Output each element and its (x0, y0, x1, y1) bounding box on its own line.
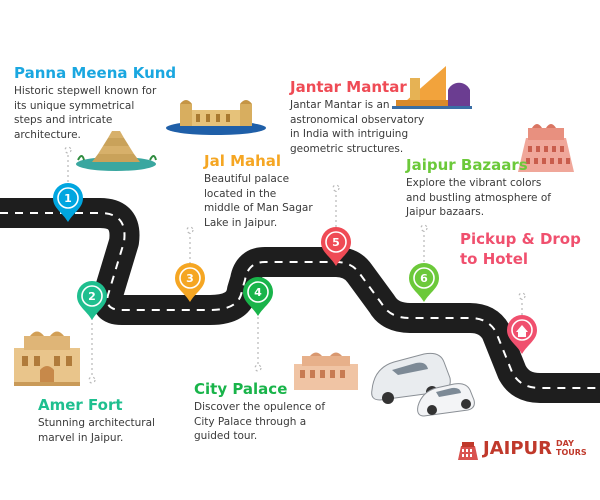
stop-4-pin: 4 (243, 277, 273, 316)
brand-sub-tours: TOURS (556, 448, 587, 457)
stop-5-pin: 5 (321, 227, 351, 266)
bazaar-icon (518, 124, 574, 172)
stop-2-pin: 2 (77, 281, 107, 320)
stop-6-pin: 6 (409, 263, 439, 302)
stop-6-number: 6 (420, 272, 428, 285)
hawa-mahal-logo-icon (458, 442, 478, 460)
stop-2-title: Amer Fort (38, 396, 123, 414)
stop-4-title: City Palace (194, 380, 288, 398)
stop-1-title: Panna Meena Kund (14, 64, 177, 82)
brand-name: JAIPUR (483, 438, 552, 459)
stop-5-title: Jantar Mantar (290, 78, 407, 96)
stop-3-title: Jal Mahal (204, 152, 282, 170)
end-pin (507, 315, 537, 354)
stop-3-description: Beautiful palace located in the middle o… (204, 173, 313, 229)
stop-3-pin: 3 (175, 263, 205, 302)
stop-4-description: Discover the opulence of City Palace thr… (194, 401, 326, 442)
observatory-icon (392, 66, 472, 109)
stop-6-description: Explore the vibrant colors and bustling … (406, 177, 551, 218)
car-icon (417, 383, 475, 417)
stop-2-number: 2 (88, 290, 96, 303)
stop-3-number: 3 (186, 272, 194, 285)
home-icon (516, 325, 528, 337)
stop-5-number: 5 (332, 236, 340, 249)
palace-icon (294, 352, 358, 390)
stop-6-title: Jaipur Bazaars (406, 156, 528, 174)
stop-4-number: 4 (254, 286, 262, 299)
end-title-line2: to Hotel (460, 250, 529, 268)
stop-1-number: 1 (64, 192, 72, 205)
leader-lines (64, 146, 526, 384)
water-palace-icon (166, 100, 266, 135)
end-title-line1: Pickup & Drop (460, 230, 581, 248)
stepwell-icon (76, 131, 157, 171)
stop-1-description: Historic stepwell known for its unique s… (14, 85, 157, 141)
stop-5-description: Jantar Mantar is an astronomical observa… (290, 99, 425, 155)
stop-2-description: Stunning architectural marvel in Jaipur. (38, 417, 155, 444)
road-lane-marking (0, 212, 600, 389)
fort-icon (14, 331, 80, 386)
brand-logo: JAIPUR DAY TOURS (456, 436, 587, 462)
brand-sub-day: DAY (556, 439, 574, 448)
stop-1-pin: 1 (53, 183, 83, 222)
